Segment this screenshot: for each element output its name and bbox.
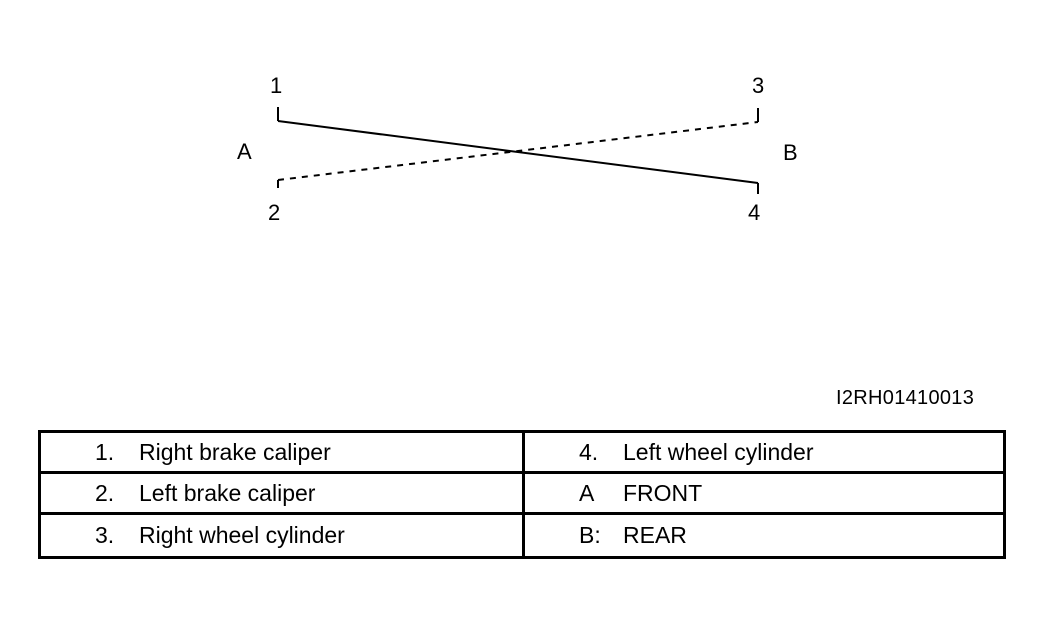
brake-line-drawing: [277, 107, 759, 194]
brake-line-2-to-3: [277, 121, 759, 181]
legend-key: A: [579, 479, 595, 506]
legend-text: Right wheel cylinder: [139, 522, 345, 548]
figure-reference-code: I2RH01410013: [836, 387, 975, 409]
legend-cell: 1. Right brake caliper: [41, 433, 525, 474]
legend-text: REAR: [623, 522, 687, 548]
side-label-a: A: [237, 139, 252, 164]
callout-2: 2: [268, 200, 281, 225]
legend-cell: 3. Right wheel cylinder: [41, 515, 525, 556]
legend-cell: 4. Left wheel cylinder: [525, 433, 1003, 474]
legend-cell: 2. Left brake caliper: [41, 474, 525, 515]
legend-cell: A FRONT: [525, 474, 1003, 515]
side-label-b: B: [783, 140, 798, 165]
legend-key: B:: [579, 522, 601, 548]
callout-3: 3: [752, 73, 765, 98]
legend-cell: B: REAR: [525, 515, 1003, 556]
legend-text: FRONT: [623, 479, 703, 506]
callout-1: 1: [270, 73, 283, 98]
legend-text: Left wheel cylinder: [623, 438, 814, 465]
legend-text: Right brake caliper: [139, 438, 331, 465]
legend-key: 4.: [579, 438, 599, 465]
legend-key: 3.: [95, 522, 115, 548]
callout-4: 4: [748, 200, 761, 225]
brake-line-diagram: 1 2 3 4 A B: [0, 0, 1044, 300]
legend-key: 2.: [95, 479, 115, 506]
legend-text: Left brake caliper: [139, 479, 316, 506]
legend-table: 1. Right brake caliper 4. Left wheel cyl…: [38, 430, 1006, 559]
legend-key: 1.: [95, 438, 115, 465]
